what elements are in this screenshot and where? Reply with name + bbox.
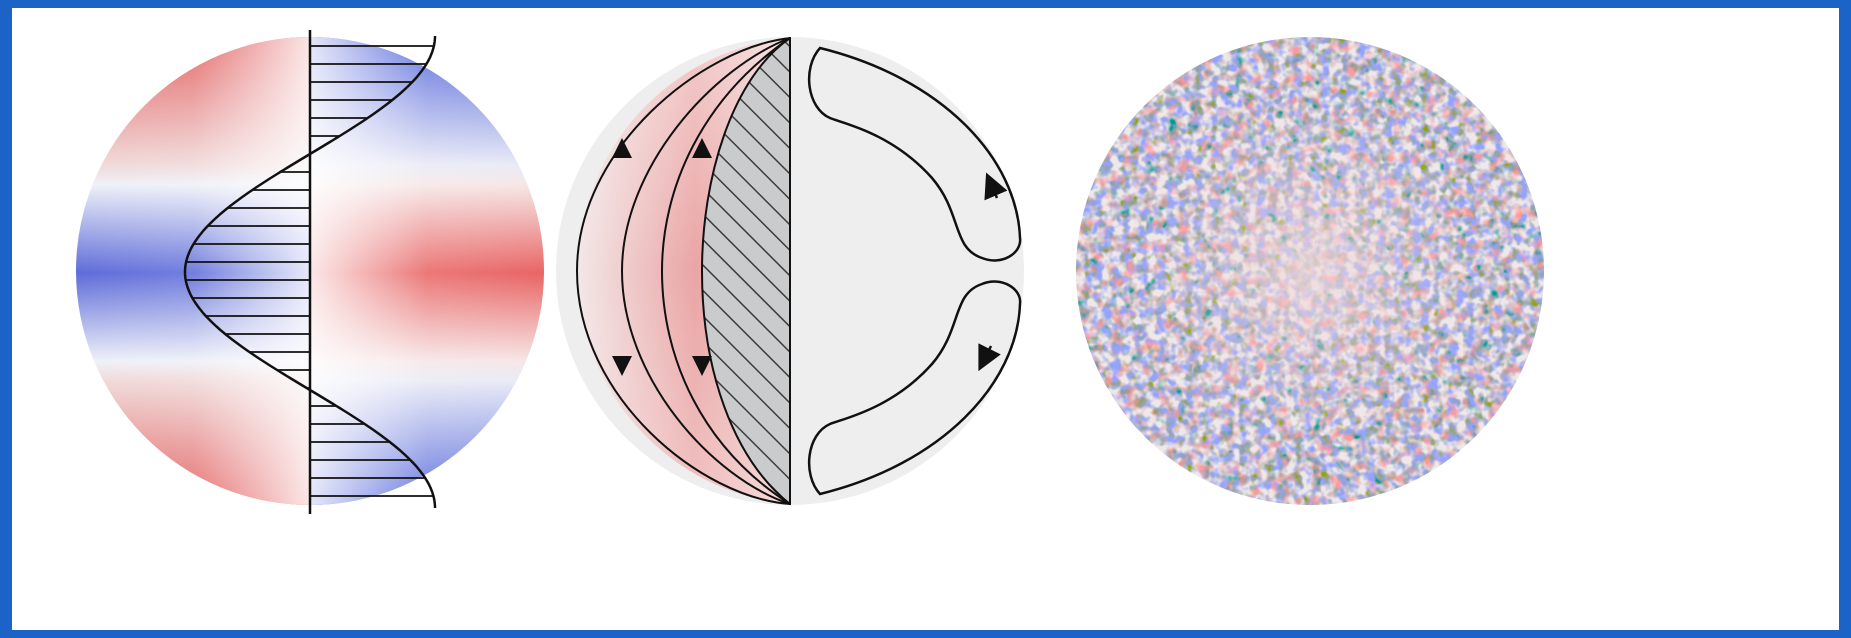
figure-panel (12, 8, 1839, 630)
meridional-circulation-sphere (556, 37, 1024, 505)
turbulent-field-sphere (1072, 33, 1552, 513)
figure-svg (12, 8, 1839, 630)
differential-rotation-sphere (52, 28, 570, 518)
